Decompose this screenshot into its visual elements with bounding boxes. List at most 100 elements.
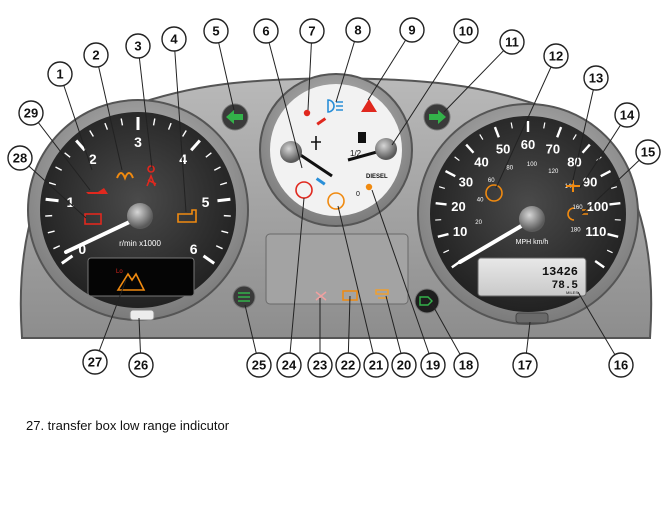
tachometer-minor-tick (55, 166, 63, 171)
callout-number: 7 (308, 24, 315, 39)
fuel-pump-icon (358, 132, 366, 143)
speedometer-major-tick (493, 126, 500, 138)
tachometer-minor-tick (205, 152, 212, 158)
callout-bubble (391, 352, 417, 378)
speedometer-kmh-label: 180 (571, 228, 582, 234)
speedometer-major-tick (556, 126, 563, 138)
abs-icon (327, 192, 345, 210)
callout-bubble (161, 26, 187, 52)
tachometer-minor-tick (48, 182, 57, 186)
tachometer-tick-label: 0 (78, 241, 86, 257)
callout-leader-line (337, 205, 377, 366)
temperature-hub (280, 141, 302, 163)
speedometer-major-tick (444, 169, 456, 178)
odometer-trip: 78.5 (552, 280, 579, 292)
speedometer-mph-label: 10 (453, 224, 467, 239)
speedometer-kmh-label: 120 (548, 169, 559, 175)
callout-number: 2 (92, 48, 99, 63)
callout-leader-line (30, 112, 91, 191)
callout-number: 16 (614, 358, 628, 373)
tachometer-minor-tick (167, 122, 172, 130)
main-beam-icon (327, 99, 343, 113)
tachometer-minor-tick (152, 118, 156, 126)
temp-cold-mark (315, 177, 326, 186)
callout-bubble (614, 102, 640, 128)
tachometer-major-tick (202, 254, 216, 265)
tachometer-minor-tick (64, 152, 71, 158)
speedometer-minor-tick (610, 186, 618, 190)
callout-number: 4 (170, 32, 178, 47)
speedometer-minor-tick (443, 249, 450, 254)
callout-leader-line (173, 38, 187, 213)
water-in-fuel-lamp (365, 183, 373, 191)
tachometer-major-tick (190, 139, 201, 152)
cruise-control-icon (419, 296, 433, 306)
callout-number: 3 (134, 39, 141, 54)
callout-number: 24 (282, 358, 297, 373)
speedometer-major-tick (594, 260, 605, 269)
center-gauge: 1/2 0 DIESEL (259, 73, 413, 227)
left-arrow-icon (226, 110, 243, 124)
odometer-display (477, 257, 587, 297)
callout-bubble (363, 352, 389, 378)
tachometer-minor-tick (219, 182, 228, 186)
low-range-icon (116, 272, 146, 291)
trip-reset-button (515, 312, 549, 324)
callout-number: 27 (88, 355, 102, 370)
tachometer-hub (127, 203, 153, 229)
callout-bubble (583, 65, 609, 91)
speedometer-mph-label: 90 (583, 175, 597, 190)
coolant-icon (311, 136, 321, 150)
tachometer-minor-tick (120, 118, 124, 126)
side-light-icon (238, 292, 250, 302)
callout-number: 14 (620, 108, 635, 123)
callout-bubble (453, 18, 479, 44)
speedometer-kmh-label: 20 (475, 220, 482, 226)
fuel-type-label: DIESEL (366, 174, 388, 180)
tachometer-minor-tick (53, 245, 61, 250)
callout-leader-line (137, 45, 153, 169)
fuel-hub (375, 138, 397, 160)
tachometer-minor-tick (215, 245, 223, 250)
oil-pressure-icon (86, 188, 108, 194)
fuel-empty-label: 0 (356, 191, 360, 198)
center-display-panel (265, 233, 409, 305)
tachometer-major-tick (60, 254, 74, 265)
tachometer-minor-tick (213, 166, 221, 171)
speedometer-kmh-label: 160 (573, 205, 584, 211)
callout-bubble (253, 18, 279, 44)
callout-number: 23 (313, 358, 327, 373)
callout-bubble (608, 352, 634, 378)
callout-number: 28 (13, 151, 27, 166)
speedometer-major-tick (607, 232, 619, 238)
speedometer-kmh-label: 140 (565, 184, 576, 190)
low-range-label: Lo (116, 269, 123, 275)
callout-bubble (299, 18, 325, 44)
callout-bubble (345, 17, 371, 43)
callout-leader-line (94, 279, 127, 363)
tachometer-tick-label: 4 (179, 151, 187, 167)
callout-leader-line (371, 189, 434, 366)
callout-bubble (82, 349, 108, 375)
callout-number: 26 (134, 358, 148, 373)
callout-bubble (128, 352, 154, 378)
callout-leader-line (215, 30, 235, 111)
callout-bubble (276, 352, 302, 378)
front-fog-icon (315, 291, 327, 301)
fuel-half-label: 1/2 (350, 149, 362, 158)
callout-bubble (125, 33, 151, 59)
callout-number: 12 (549, 49, 563, 64)
callout-leader-line (307, 30, 313, 111)
speedometer-kmh-label: 60 (488, 178, 495, 184)
speedometer-hub (519, 206, 545, 232)
callout-leader-line (495, 55, 557, 189)
callout-number: 22 (341, 358, 355, 373)
tachometer-minor-tick (104, 122, 109, 130)
callout-bubble (307, 352, 333, 378)
callout-leader-line (265, 30, 303, 169)
callout-bubble (47, 61, 73, 87)
callout-bubble (7, 145, 33, 171)
speedometer-major-tick (435, 202, 447, 206)
rear-fog-icon (567, 207, 588, 221)
